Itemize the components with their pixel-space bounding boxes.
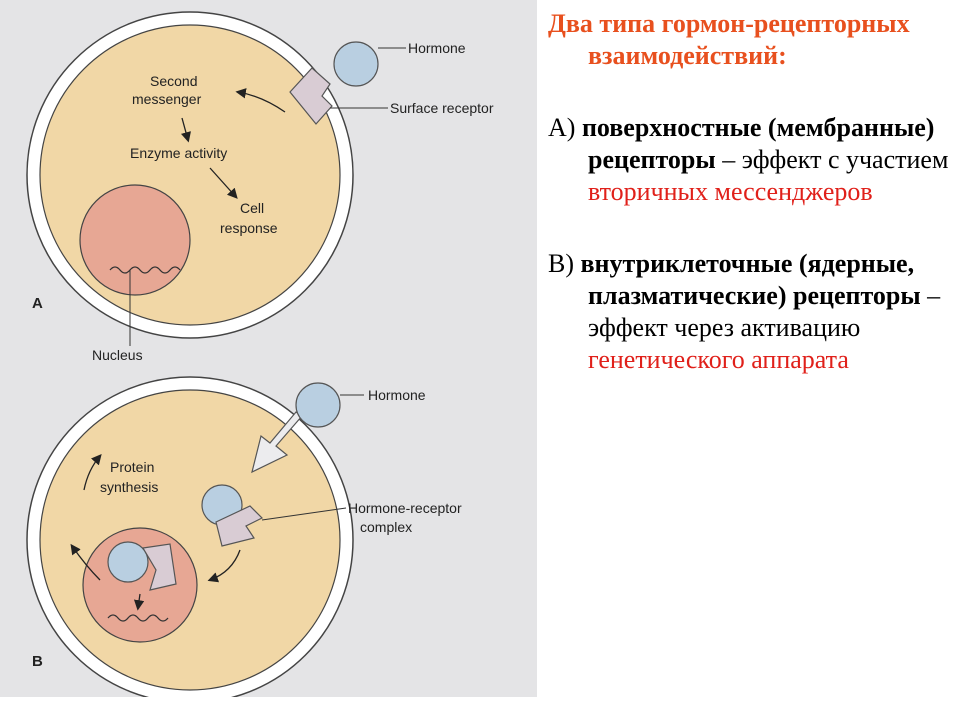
item-a-middle: – эффект с участием bbox=[715, 145, 949, 174]
label-enzyme-activity: Enzyme activity bbox=[130, 145, 227, 161]
label-complex-1: Hormone-receptor bbox=[348, 500, 462, 516]
item-b-red: генетического аппарата bbox=[588, 345, 849, 374]
item-a-bold: поверхностные (мембранные) рецепторы bbox=[581, 113, 935, 174]
leader-complex bbox=[261, 507, 347, 521]
arrow-complex-to-nucleus bbox=[207, 549, 241, 583]
arrow-nucleus-out bbox=[70, 543, 101, 581]
nucleus-a bbox=[79, 184, 191, 296]
item-b-prefix: В) bbox=[548, 249, 581, 278]
cell-b-cytoplasm bbox=[39, 389, 341, 691]
label-second-messenger-1: Second bbox=[150, 73, 197, 89]
item-b-bold: внутриклеточные (ядерные, плазматические… bbox=[580, 249, 921, 310]
label-second-messenger-2: messenger bbox=[132, 91, 202, 107]
item-b-middle: – эффект через активацию bbox=[588, 281, 941, 342]
surface-receptor-shape bbox=[289, 67, 333, 125]
entry-arrow bbox=[251, 411, 303, 474]
label-hormone-b: Hormone bbox=[368, 387, 426, 403]
item-a-prefix: А) bbox=[548, 113, 582, 142]
cell-a-cytoplasm bbox=[39, 24, 341, 326]
item-a-red: вторичных мессенджеров bbox=[588, 177, 873, 206]
dna-a bbox=[109, 266, 181, 274]
item-b: В) внутриклеточные (ядерные, плазматичес… bbox=[548, 248, 953, 376]
hormone-a bbox=[333, 41, 379, 87]
dna-b bbox=[107, 614, 169, 622]
label-cell-response-2: response bbox=[220, 220, 278, 236]
arrow-messenger-to-enzyme bbox=[180, 117, 191, 143]
item-a: А) поверхностные (мембранные) рецепторы … bbox=[548, 112, 953, 208]
label-cell-response-1: Cell bbox=[240, 200, 264, 216]
hormone-b-nucleus bbox=[107, 541, 149, 583]
panel-b-letter: B bbox=[32, 653, 43, 670]
label-surface-receptor: Surface receptor bbox=[390, 100, 494, 116]
panel-a: Hormone Surface receptor Second messenge… bbox=[26, 11, 494, 363]
panel-b: Hormone Protein synthesis Hormone-recept… bbox=[26, 376, 462, 697]
label-hormone-a: Hormone bbox=[408, 40, 466, 56]
hormone-receptor-diagram: Hormone Surface receptor Second messenge… bbox=[0, 0, 537, 697]
hormone-b bbox=[295, 382, 341, 428]
arrow-enzyme-to-response bbox=[209, 167, 238, 199]
label-complex-2: complex bbox=[360, 519, 412, 535]
receptor-b-complex bbox=[215, 505, 264, 547]
arrow-receptor-to-messenger bbox=[235, 88, 286, 113]
nucleus-b bbox=[82, 527, 198, 643]
slide-title: Два типа гормон-рецепторных взаимодейств… bbox=[548, 9, 910, 70]
text-panel: Два типа гормон-рецепторных взаимодейств… bbox=[548, 8, 953, 376]
label-protein-synthesis-2: synthesis bbox=[100, 479, 158, 495]
label-nucleus: Nucleus bbox=[92, 347, 143, 363]
arrow-protein-synthesis bbox=[83, 454, 102, 491]
label-protein-synthesis-1: Protein bbox=[110, 459, 154, 475]
arrow-to-dna bbox=[133, 593, 145, 611]
receptor-b-nucleus bbox=[142, 543, 177, 591]
panel-a-letter: A bbox=[32, 295, 43, 312]
